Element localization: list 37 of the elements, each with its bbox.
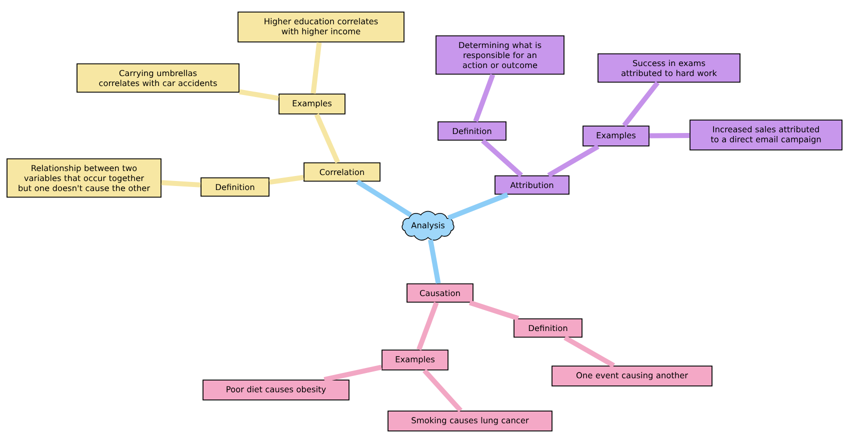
definition-box: Relationship between two variables that occur together but one doesn't cause the other (6, 158, 162, 198)
topic-box: Examples (382, 350, 448, 370)
topic-box: Examples (278, 94, 346, 114)
definition-box: Determining what is responsible for an action or outcome (436, 35, 564, 75)
connector-line (447, 192, 509, 220)
connector-line (416, 302, 439, 350)
branch-box: Correlation (304, 162, 380, 182)
cloud-node: Analysis (402, 210, 454, 241)
connector-line (481, 138, 523, 178)
connector-line (649, 133, 690, 138)
connector-line (428, 239, 441, 284)
connector-line (314, 113, 340, 164)
example-box: Increased sales attributed to a direct email campaign (690, 120, 842, 150)
connector-line (547, 144, 600, 178)
topic-box: Examples (582, 126, 650, 146)
connector-line (473, 74, 496, 122)
branch-box: Attribution (494, 175, 570, 195)
example-box: Poor diet causes obesity (202, 380, 350, 400)
connector-line (239, 89, 279, 101)
connector-line (468, 300, 520, 321)
topic-box: Definition (200, 177, 270, 197)
branch-box: Causation (406, 283, 474, 303)
connector-line (422, 368, 462, 412)
definition-box: One event causing another (552, 366, 712, 386)
example-box: Success in exams attributed to hard work (598, 53, 740, 83)
connector-line (269, 174, 304, 185)
connector-line (310, 42, 322, 94)
connector-line (356, 180, 412, 218)
example-box: Higher education correlates with higher income (238, 12, 404, 42)
connector-line (564, 335, 616, 368)
connector-line (324, 364, 382, 382)
example-box: Carrying umbrellas correlates with car accidents (76, 63, 240, 93)
topic-box: Definition (514, 318, 582, 338)
example-box: Smoking causes lung cancer (388, 410, 552, 432)
connector-line (622, 81, 660, 128)
topic-box: Definition (438, 121, 506, 141)
connector-line (161, 180, 201, 188)
